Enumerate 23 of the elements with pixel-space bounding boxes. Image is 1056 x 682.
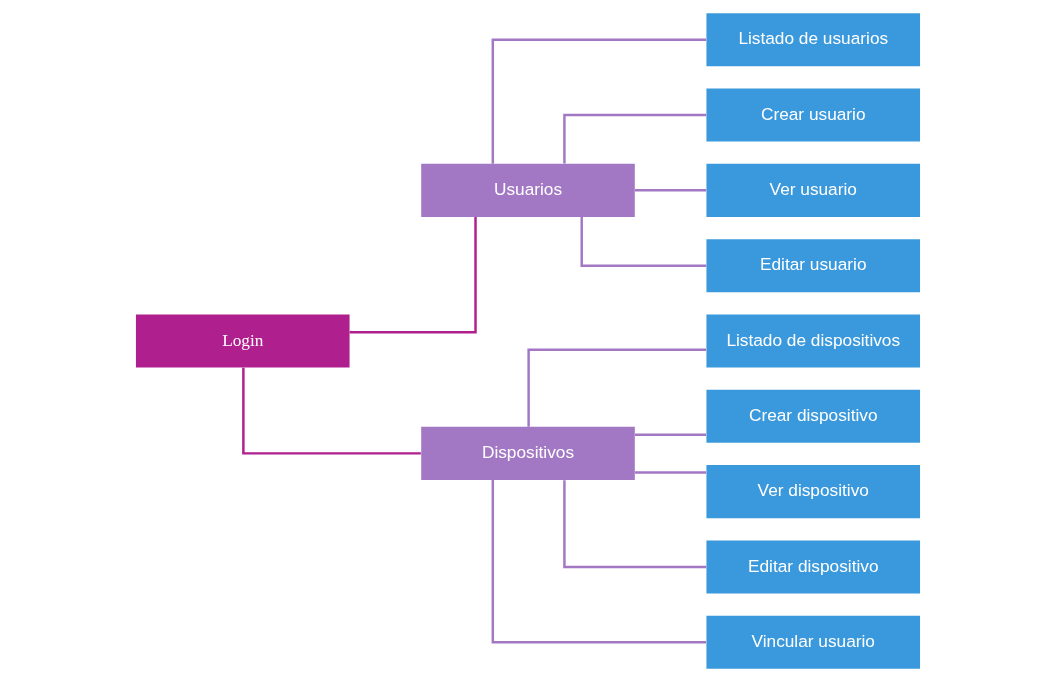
node-box: Listado de dispositivos: [706, 314, 921, 368]
connector: [527, 348, 707, 427]
connector: [635, 433, 707, 437]
connector: [635, 471, 707, 474]
node-box: Listado de usuarios: [706, 13, 921, 67]
connector: [635, 189, 707, 192]
connector: [563, 480, 707, 569]
connector: [491, 38, 707, 164]
node-box: Usuarios: [421, 163, 635, 217]
node-box: Crear dispositivo: [706, 389, 921, 443]
node-box: Vincular usuario: [706, 615, 921, 669]
connector: [580, 217, 707, 267]
node-box: Editar usuario: [706, 239, 921, 293]
node-box: Ver dispositivo: [706, 465, 921, 519]
connector: [491, 480, 707, 644]
node-box: Crear usuario: [706, 88, 921, 142]
connector: [349, 217, 477, 334]
node-box: Login: [135, 314, 350, 368]
connector: [242, 367, 421, 455]
node-box: Editar dispositivo: [706, 540, 921, 594]
connector: [563, 113, 707, 164]
node-box: Ver usuario: [706, 163, 921, 217]
node-box: Dispositivos: [421, 426, 635, 480]
